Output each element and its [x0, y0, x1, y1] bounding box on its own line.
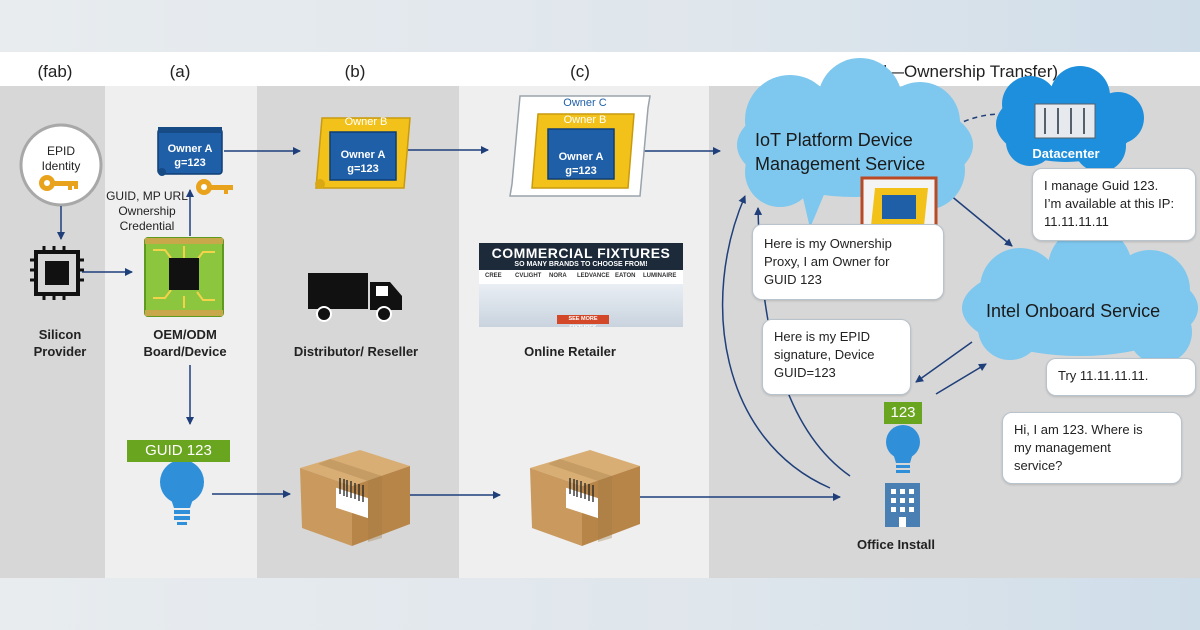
owner-b-label: Owner B: [344, 116, 388, 128]
silicon-provider-label-line1: Silicon: [38, 327, 82, 342]
device-guid-tag: 123: [884, 402, 922, 424]
owner-a-scroll: [157, 127, 223, 176]
column-header-b: (b): [344, 62, 366, 81]
office-building-icon: [885, 483, 920, 527]
retailer-guid: g=123: [565, 165, 597, 177]
ownership-proxy-bubble: Here is my Ownership Proxy, I am Owner f…: [752, 224, 944, 300]
column-header-fab: (fab): [37, 62, 73, 81]
guid-tag: GUID 123: [127, 440, 230, 462]
chip-icon: [30, 246, 84, 300]
datacenter-label: Datacenter: [1032, 146, 1100, 161]
where-is-service-bubble: Hi, I am 123. Where is my management ser…: [1002, 412, 1182, 484]
truck-icon: [308, 273, 402, 322]
manage-line3: 11.11.11.11: [1044, 214, 1109, 229]
poster-brand-strip: [479, 270, 683, 284]
owner-b-scroll: [315, 117, 411, 189]
commercial-fixtures-poster: COMMERCIAL FIXTURES SO MANY BRANDS TO CH…: [479, 243, 683, 327]
owner-a-label: Owner A: [167, 143, 213, 155]
poster-title: COMMERCIAL FIXTURES: [491, 245, 671, 261]
lightbulb-icon-office: [886, 425, 920, 473]
column-header-c: (c): [570, 62, 590, 81]
header-band: [0, 52, 1200, 86]
proxy-line3: GUID 123: [764, 272, 822, 287]
poster-brand: NORA: [549, 273, 567, 279]
iot-platform-cloud: [737, 58, 973, 228]
circuit-board-icon: [144, 237, 224, 317]
distributor-label: Distributor/ Reseller: [293, 344, 419, 359]
package-box-2: [530, 450, 640, 546]
iot-platform-label-line2: Management Service: [755, 154, 926, 174]
office-install-label: Office Install: [856, 537, 936, 552]
credential-key-icon: [196, 179, 233, 195]
poster-see-more-button[interactable]: SEE MORE FIXTURES: [557, 315, 609, 327]
poster-brand: CVLIGHT: [515, 273, 542, 279]
poster-subtitle: SO MANY BRANDS TO CHOOSE FROM!: [514, 261, 648, 268]
owner-c-label: Owner C: [563, 97, 607, 109]
hi-line2: my management: [1014, 440, 1111, 455]
proxy-line1: Here is my Ownership: [764, 236, 892, 251]
distributor-guid: g=123: [347, 163, 379, 175]
credential-label-line2: Ownership: [118, 204, 176, 218]
poster-brand: EATON: [615, 273, 636, 279]
epid-sig-line3: GUID=123: [774, 365, 836, 380]
epid-sig-line1: Here is my EPID: [774, 329, 871, 344]
retailer-owner-b-label: Owner B: [563, 114, 607, 126]
datacenter-photo: [1034, 103, 1096, 139]
epid-label-line1: EPID: [46, 144, 75, 158]
epid-label-line2: Identity: [41, 159, 81, 173]
online-retailer-label: Online Retailer: [524, 344, 616, 359]
oem-label-line1: OEM/ODM: [153, 327, 217, 342]
hi-line3: service?: [1014, 458, 1063, 473]
intel-onboard-label: Intel Onboard Service: [986, 301, 1161, 321]
column-header-a: (a): [169, 62, 191, 81]
oem-label-line2: Board/Device: [143, 344, 227, 359]
credential-label-line3: Credential: [119, 219, 175, 233]
lightbulb-icon-oem: [160, 460, 204, 525]
manage-line2: I’m available at this IP:: [1044, 196, 1175, 211]
column-header-d: (d—Ownership Transfer): [871, 62, 1059, 81]
try-ip-bubble: Try 11.11.11.11.: [1046, 358, 1196, 396]
owner-a-guid: g=123: [174, 157, 206, 169]
credential-label-line1: GUID, MP URL: [106, 189, 188, 203]
epid-signature-bubble: Here is my EPID signature, Device GUID=1…: [762, 319, 911, 395]
try-line: Try 11.11.11.11.: [1058, 368, 1149, 383]
hi-line1: Hi, I am 123. Where is: [1014, 422, 1143, 437]
owner-c-scroll: [509, 95, 651, 197]
distributor-owner-a-label: Owner A: [340, 149, 386, 161]
epid-sig-line2: signature, Device: [774, 347, 875, 362]
poster-brand: LUMINAIRE: [643, 273, 677, 279]
retailer-owner-a-label: Owner A: [558, 151, 604, 163]
proxy-line2: Proxy, I am Owner for: [764, 254, 890, 269]
iot-platform-label-line1: IoT Platform Device: [755, 130, 913, 150]
poster-brand: LEDVANCE: [577, 273, 610, 279]
manage-guid-bubble: I manage Guid 123. I’m available at this…: [1032, 168, 1196, 241]
manage-line1: I manage Guid 123.: [1044, 178, 1159, 193]
package-box-1: [300, 450, 410, 546]
silicon-provider-label-line2: Provider: [33, 344, 87, 359]
key-icon: [39, 175, 78, 191]
poster-brand: CREE: [485, 273, 502, 279]
intel-onboard-cloud: [962, 226, 1198, 364]
